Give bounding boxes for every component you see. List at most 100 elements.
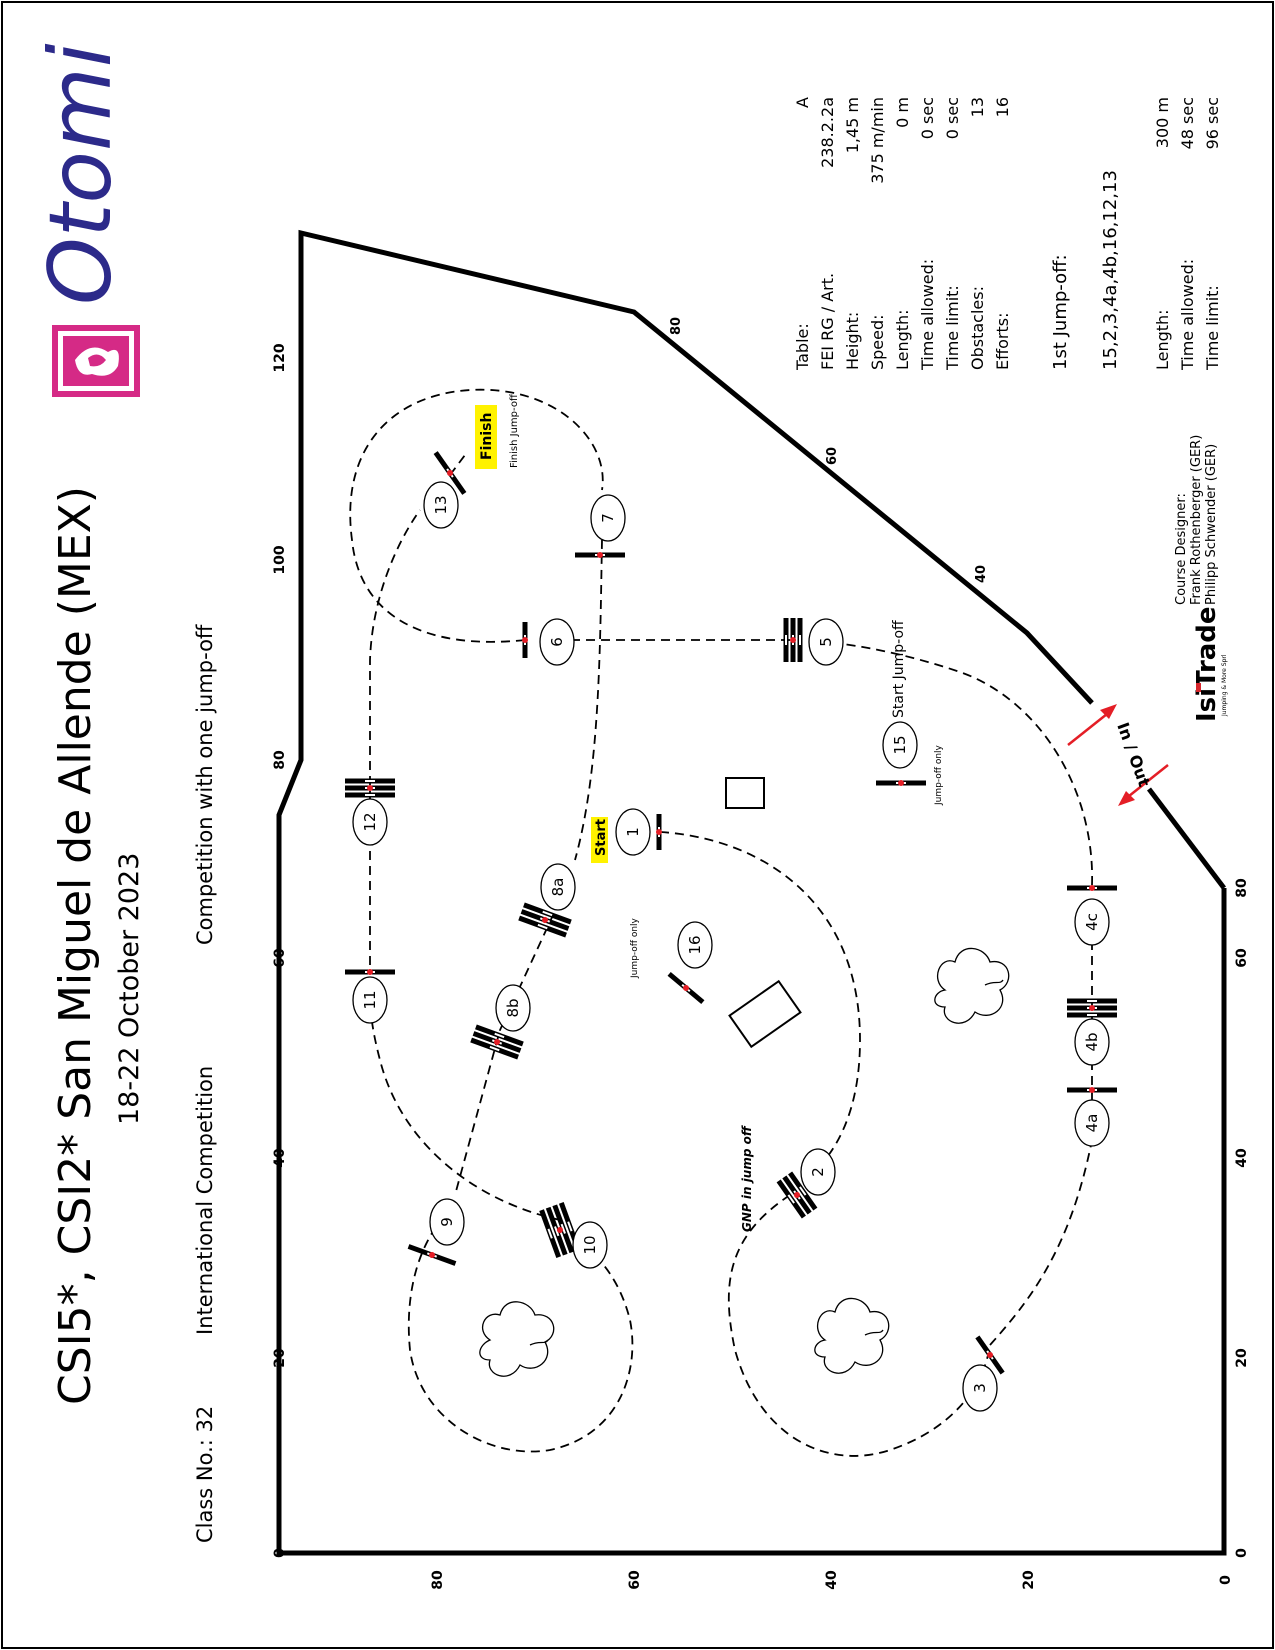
jumpoff-detail-label: Time limit: [1203,285,1222,371]
otomi-seal [52,325,140,397]
obstacle-marker [423,481,459,529]
y-tick: 40 [824,1570,840,1590]
details-labels: Table:FEI RG / Art.Height:Speed:Length:T… [793,259,1012,371]
in-out-label: In / Out [1113,720,1154,790]
jumpoff-detail-label: Time allowed: [1178,259,1197,371]
fence-bar [1067,998,1117,1018]
edge-tick-60: 60 [825,447,840,465]
x-tick-top: 100 [272,545,288,574]
obstacle-number: 2 [809,1167,827,1177]
y-tick: 0 [1218,1575,1234,1585]
obstacle-number: 8a [549,878,567,897]
jumpoff-sequence: 15,2,3,4a,4b,16,12,13 [1100,170,1121,370]
jumpoff-detail-value: 48 sec [1178,97,1197,149]
x-tick-bottom: 40 [1234,1148,1250,1168]
finish-highlight [475,405,497,469]
obstacle-number: 12 [361,812,379,831]
fence-bar [1067,885,1117,891]
fence-bar [1067,1087,1117,1093]
y-tick: 60 [627,1570,643,1590]
gnp-note: GNP in jump off [740,1125,754,1232]
tree-icon [814,1297,890,1374]
obstacle-number: 4c [1083,913,1101,931]
detail-label: Height: [843,312,862,370]
x-tick-top: 80 [272,750,288,770]
detail-value: 375 m/min [868,97,887,184]
obstacle-marker [882,721,918,769]
x-tick-top: 60 [272,948,288,968]
obstacle-marker [1074,1099,1110,1147]
obstacle-marker [800,1148,836,1196]
obstacle-number: 3 [971,1383,989,1393]
fence-bar [345,778,395,798]
competition-format: Competition with one jump-off [193,624,217,945]
tree-icon [934,947,1010,1024]
detail-label: FEI RG / Art. [818,273,837,370]
fence-bar [522,622,528,658]
obstacle-number: 10 [581,1235,599,1254]
x-tick-top: 0 [272,1548,288,1558]
edge-tick-40: 40 [974,565,989,583]
start-label: Start [594,819,609,856]
x-tick-bottom: 80 [1234,878,1250,898]
finish-jumpoff-label: Finish Jump-off [509,393,520,468]
obstacle-marker [572,1221,608,1269]
fences [345,451,1117,1375]
x-tick-bottom: 60 [1234,948,1250,968]
arena-box [725,777,765,809]
finish-jumpoff-text: Finish Jump-off [509,393,520,468]
arena-gate-wall [1147,787,1226,890]
jumpoff-only-label-16: Jump-off only [630,917,640,979]
obstacle-marker [495,984,531,1032]
detail-value: 0 sec [918,97,937,139]
detail-value: 16 [993,97,1012,117]
sponsor-tagline: Jumping & More Sprl [1221,654,1228,717]
obstacle-number: 8b [504,998,522,1017]
obstacle-number: 1 [624,827,642,837]
fence-bar [470,1024,524,1060]
obstacle-marker [352,798,388,846]
fence-bar [345,969,395,975]
obstacle-marker [590,494,626,542]
fence-bar [776,1171,818,1219]
sponsor-logo: IsiTrade [1192,606,1222,722]
obstacle-marker [429,1198,465,1246]
jumpoff-detail-label: Length: [1153,309,1172,370]
tree-icon [479,1301,555,1377]
otomi-logo-text: Otomi [31,43,131,305]
fence-bar [876,780,926,786]
fence-bar [656,814,662,850]
x-tick-top: 120 [272,343,288,372]
detail-label: Obstacles: [968,286,987,370]
detail-label: Time allowed: [918,259,937,371]
jumpoff-detail-value: 300 m [1153,97,1172,148]
obstacle-number: 7 [599,513,617,523]
detail-value: 238.2.2a [818,97,837,168]
detail-label: Time limit: [943,285,962,371]
obstacle-marker [808,618,844,666]
obstacle-number: 15 [891,735,909,754]
jumpoff-only-label-15: Jump-off only [934,744,944,806]
obstacle-marker [540,863,576,911]
detail-label: Table: [793,323,812,371]
designer-name-2: Philipp Schwender (GER) [1204,444,1219,605]
fence-bar [783,618,803,662]
fence-bar [667,971,705,1005]
obstacle-number: 4a [1083,1114,1101,1133]
start-highlight [591,817,608,863]
y-tick: 20 [1021,1570,1037,1590]
obstacle-marker [1074,1018,1110,1066]
y-tick: 80 [430,1570,446,1590]
competition-type: International Competition [193,1066,217,1335]
jumpoff-labels: Length: Time allowed: Time limit: [1153,259,1222,371]
x-tick-bottom: 0 [1234,1548,1250,1558]
fence-bar [433,451,467,495]
y-axis-ticks: 0 20 40 60 80 [430,1570,1234,1590]
class-number: Class No.: 32 [193,1406,217,1543]
jumpoff-label: 1st Jump-off: [1050,254,1071,370]
